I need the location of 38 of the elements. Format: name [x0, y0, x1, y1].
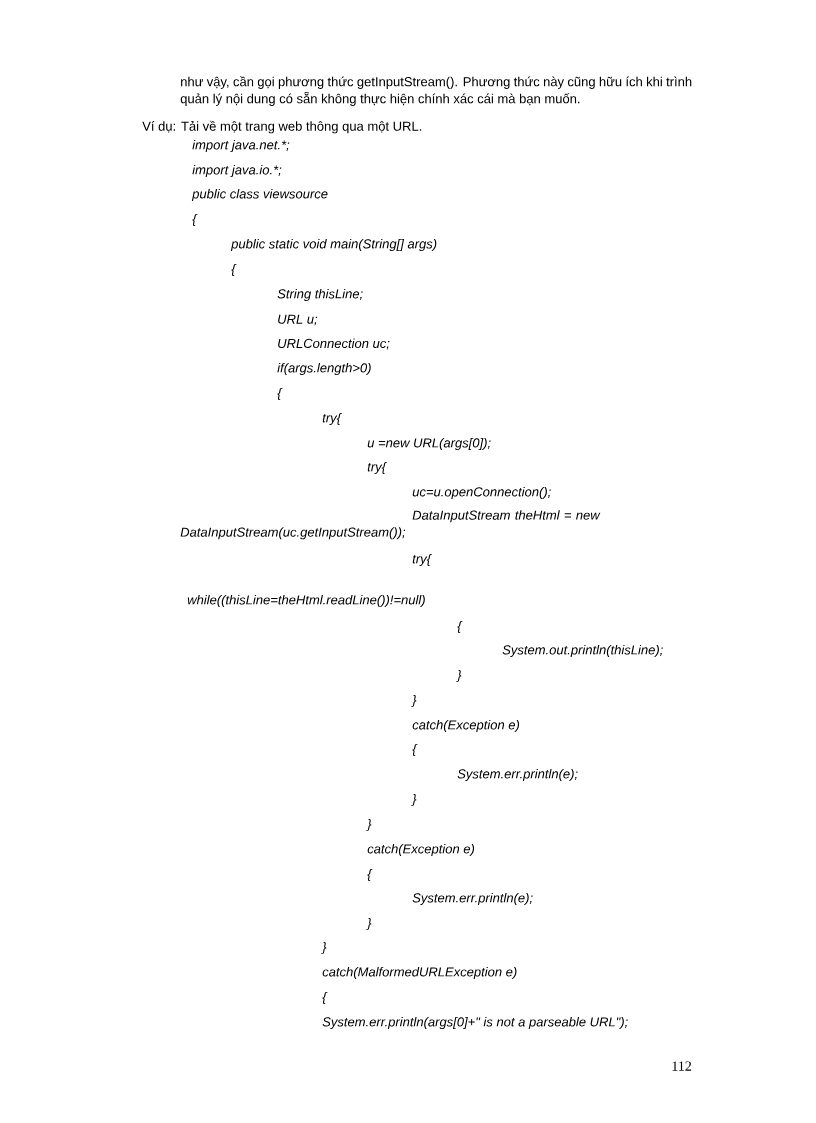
code-line: public static void main(String[] args) [230, 238, 437, 252]
code-line: while((thisLine=theHtml.readLine())!=null) [187, 594, 425, 608]
code-line: try{ [412, 553, 432, 567]
code-line: { [457, 620, 463, 634]
code-line: catch(MalformedURLException e) [322, 966, 517, 980]
code-line: try{ [322, 412, 342, 426]
code-line: } [321, 941, 327, 955]
code-line: { [231, 263, 237, 277]
code-line: } [366, 917, 372, 931]
code-line: catch(Exception e) [367, 843, 475, 857]
code-line: catch(Exception e) [412, 719, 520, 733]
page-number: 112 [672, 1061, 692, 1071]
example-heading: Ví dụ: Tải về một trang web thông qua một URL. [142, 120, 422, 134]
code-line: { [192, 213, 198, 227]
code-line: u =new URL(args[0]); [367, 437, 491, 451]
code-line: public class viewsource [191, 188, 328, 202]
code-line: { [367, 868, 373, 882]
code-line: } [456, 669, 462, 683]
code-line: uc=u.openConnection(); [412, 486, 551, 500]
code-line: import java.io.*; [192, 164, 282, 178]
code-line: try{ [367, 461, 387, 475]
code-line: System.err.println(e); [412, 892, 533, 906]
code-line: } [411, 793, 417, 807]
code-line: import java.net.*; [192, 139, 290, 153]
paragraph: như vậy, cần gọi phương thức getInputStream(). Phương thức này cũng hữu ích khi trình quản lý nội dung có sẵn không thực hiện chính xác cái mà bạn muốn. [180, 76, 692, 106]
code-line: URLConnection uc; [278, 338, 390, 350]
code-line: } [366, 818, 372, 832]
code-line: { [322, 991, 328, 1005]
code-line: URL u; [278, 314, 318, 326]
code-line: } [411, 694, 417, 708]
code-line: String thisLine; [277, 288, 363, 302]
code-line: { [277, 387, 283, 401]
code-line: { [412, 743, 418, 757]
code-line: System.err.println(e); [457, 768, 578, 782]
code-line: System.err.println(args[0]+" is not a parseable URL"); [322, 1016, 628, 1030]
code-line: if(args.length>0) [277, 362, 371, 376]
code-line: System.out.println(thisLine); [502, 644, 663, 658]
code-line: DataInputStream theHtml = new DataInputStream(uc.getInputStream()); [180, 510, 601, 540]
